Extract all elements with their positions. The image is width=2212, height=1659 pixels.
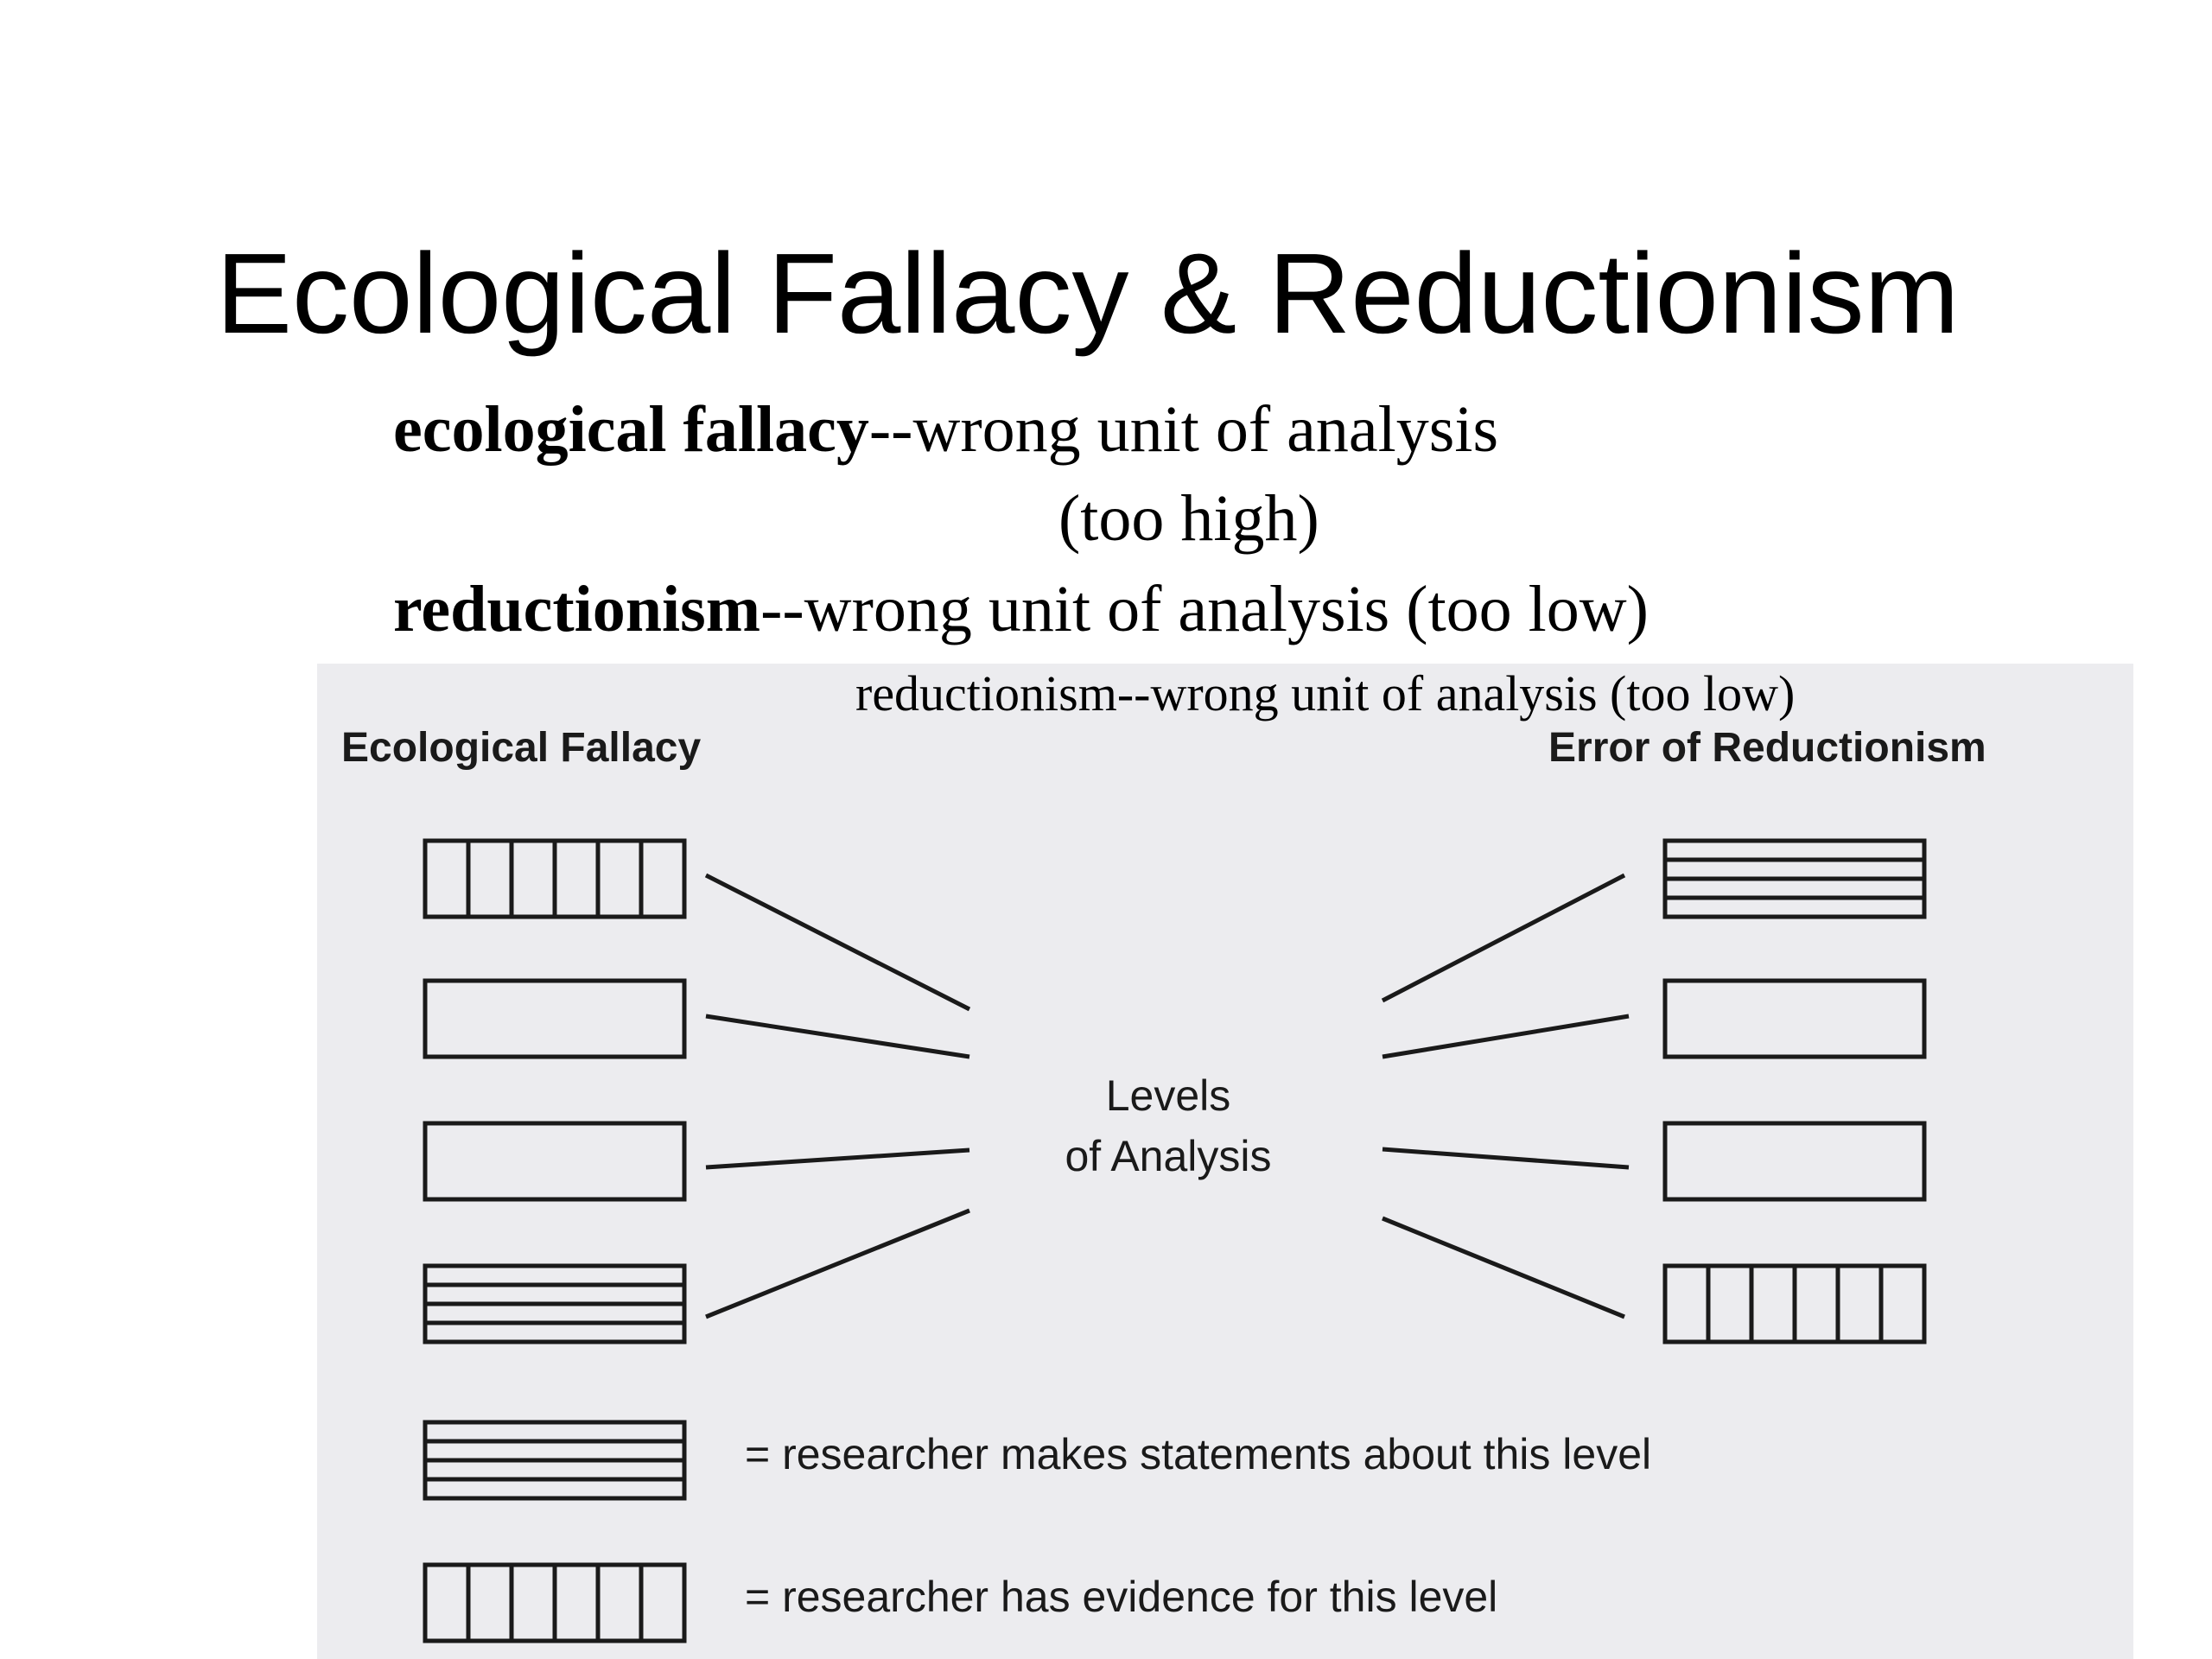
ecological-fallacy-label: Ecological Fallacy — [341, 725, 702, 771]
legend-evidence-text: = researcher has evidence for this level — [745, 1573, 1498, 1621]
definition-text: --wrong unit of analysis (too low) — [760, 573, 1649, 645]
left-level-box-2 — [423, 978, 687, 1059]
center-label-line-1: Levels — [1105, 1071, 1231, 1120]
figure-diagram — [423, 838, 1927, 1643]
right-connector-1 — [1381, 873, 1626, 1003]
left-level-box-3 — [423, 1121, 687, 1202]
legend-swatch-statements — [423, 1420, 687, 1501]
right-level-box-1 — [1662, 838, 1927, 919]
center-label-line-2: of Analysis — [1065, 1132, 1272, 1180]
right-connector-2 — [1382, 1014, 1630, 1059]
levels-of-analysis-figure: reductionism--wrong unit of analysis (to… — [317, 664, 2133, 1659]
definition-continuation: (too high) — [1058, 482, 1319, 555]
definition-ecological-fallacy: ecological fallacy--wrong unit of analys… — [393, 391, 1498, 468]
legend-swatch-evidence — [423, 1562, 687, 1643]
left-connector-1 — [704, 873, 971, 1012]
figure-caption: reductionism--wrong unit of analysis (to… — [855, 665, 1796, 721]
definition-text: --wrong unit of analysis — [868, 393, 1499, 466]
error-of-reductionism-label: Error of Reductionism — [1548, 725, 1986, 771]
right-level-box-3 — [1662, 1121, 1927, 1202]
definition-reductionism: reductionism--wrong unit of analysis (to… — [393, 570, 1649, 648]
left-level-box-4 — [423, 1263, 687, 1344]
left-connector-2 — [705, 1014, 970, 1059]
levels-of-analysis-label: Levels of Analysis — [1026, 1065, 1311, 1186]
right-connector-4 — [1382, 1216, 1625, 1319]
right-connector-3 — [1382, 1147, 1630, 1170]
term-reductionism: reductionism — [393, 573, 761, 645]
left-connector-3 — [705, 1147, 970, 1170]
legend-statements-text: = researcher makes statements about this… — [745, 1430, 1652, 1478]
slide-title: Ecological Fallacy & Reductionism — [216, 230, 1960, 357]
term-ecological-fallacy: ecological fallacy — [393, 393, 869, 466]
left-level-box-1 — [423, 838, 687, 919]
right-level-box-4 — [1662, 1263, 1927, 1344]
left-connector-4 — [705, 1208, 970, 1319]
right-level-box-2 — [1662, 978, 1927, 1059]
